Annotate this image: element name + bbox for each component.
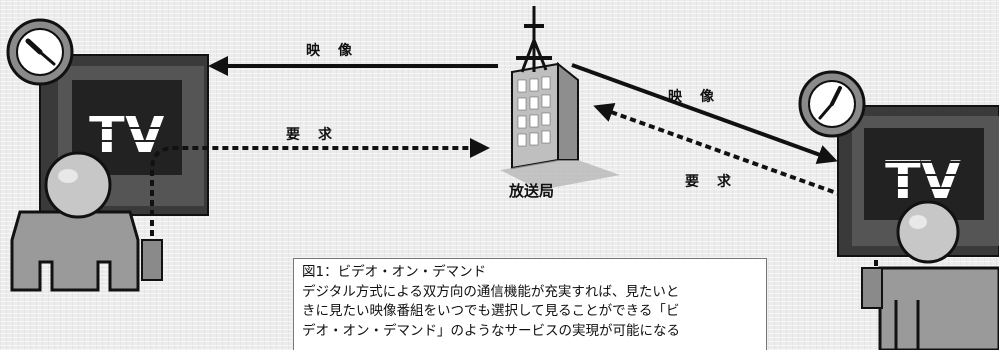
remote-icon-right (861, 267, 883, 309)
broadcast-station-icon (500, 61, 620, 190)
person-icon-left (10, 151, 140, 292)
figure-caption: 図1：ビデオ・オン・デマンド デジタル方式による双方向の通信機能が充実すれば、見… (293, 258, 767, 350)
video-label-right: 映像 (668, 89, 732, 105)
remote-icon-left (141, 239, 163, 281)
caption-line: デジタル方式による双方向の通信機能が充実すれば、見たいと (302, 283, 680, 300)
caption-title: 図1：ビデオ・オン・デマンド (302, 264, 487, 280)
clock-icon (798, 70, 866, 138)
request-path-left (150, 138, 490, 236)
caption-line: きに見たい映像番組をいつでも選択して見ることができる「ビ (302, 303, 680, 319)
clock-icon (6, 18, 74, 86)
video-label-top: 映像 (306, 43, 370, 59)
caption-line: デオ・オン・デマンド」のようなサービスの実現が可能になる (302, 322, 680, 339)
request-label-left: 要求 (286, 127, 350, 143)
antenna-icon (516, 6, 552, 73)
station-label: 放送局 (509, 182, 555, 200)
request-label-right: 要求 (685, 174, 749, 190)
video-arrow-right (571, 63, 838, 164)
person-icon-right (878, 200, 999, 350)
